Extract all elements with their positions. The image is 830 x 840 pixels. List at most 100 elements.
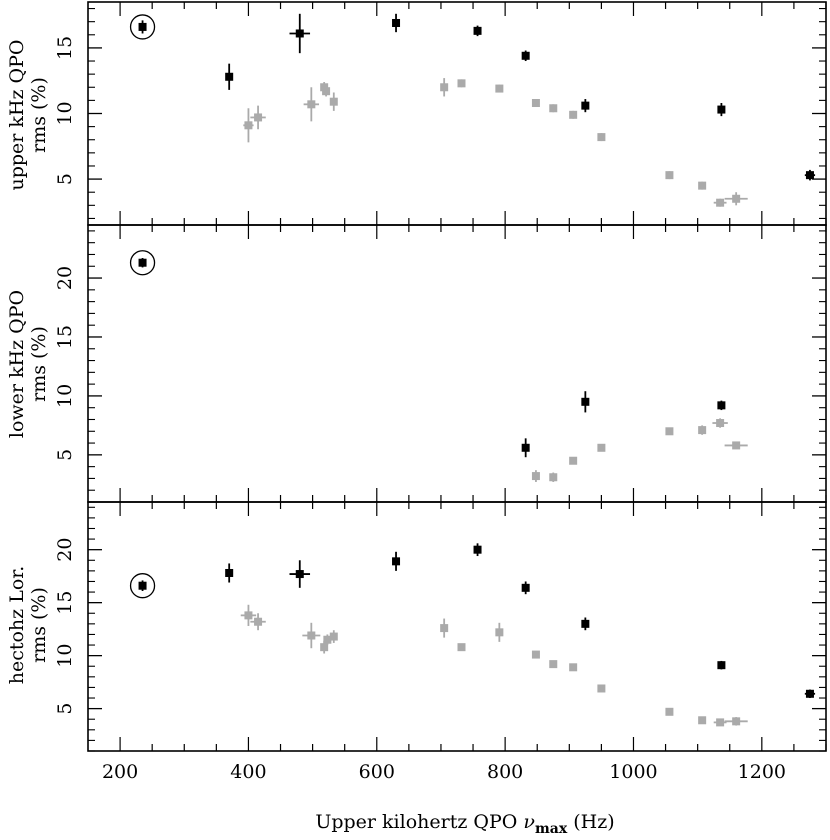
top-data-point bbox=[665, 171, 674, 180]
top-data-point bbox=[521, 50, 530, 62]
bottom-data-point bbox=[569, 663, 578, 672]
top-data-point bbox=[549, 104, 558, 113]
marker bbox=[392, 18, 401, 27]
bottom-data-point bbox=[250, 613, 266, 631]
top-data-point bbox=[329, 92, 338, 111]
marker bbox=[581, 397, 590, 406]
bottom-frame bbox=[87, 501, 827, 752]
xtick-label: 1000 bbox=[609, 761, 657, 783]
marker bbox=[244, 611, 253, 620]
x-axis-title-prefix: Upper kilohertz QPO bbox=[315, 811, 523, 833]
middle-series-black bbox=[129, 250, 726, 458]
top-series-gray bbox=[243, 78, 748, 207]
bottom-data-point bbox=[225, 563, 234, 583]
top-data-point bbox=[717, 103, 726, 117]
middle-series-gray bbox=[531, 418, 748, 482]
bottom-data-point bbox=[531, 650, 540, 659]
middle-ylabel: lower kHz QPO rms (%) bbox=[6, 290, 50, 438]
x-axis-title-suffix: (Hz) bbox=[567, 811, 614, 833]
marker bbox=[569, 110, 578, 119]
middle-data-point bbox=[549, 472, 558, 482]
bottom-ylabel: hectohz Lor. rms (%) bbox=[6, 566, 50, 685]
bottom-data-point bbox=[724, 717, 748, 726]
middle-data-point bbox=[698, 425, 707, 435]
middle-data-point bbox=[569, 456, 578, 465]
top-ytick-label: 15 bbox=[54, 36, 76, 60]
top-ylabel-line1: upper kHz QPO bbox=[6, 40, 28, 191]
marker bbox=[225, 72, 234, 81]
marker bbox=[225, 568, 234, 577]
middle-data-point bbox=[531, 470, 540, 482]
marker bbox=[549, 104, 558, 113]
top-ylabel: upper kHz QPO rms (%) bbox=[6, 40, 50, 191]
marker bbox=[732, 441, 741, 450]
bottom-ytick-label: 5 bbox=[54, 703, 76, 715]
bottom-data-point bbox=[323, 634, 332, 646]
bottom-data-point bbox=[129, 573, 156, 599]
marker bbox=[322, 87, 331, 96]
middle-data-point bbox=[717, 400, 726, 411]
top-data-point bbox=[698, 181, 707, 190]
marker bbox=[805, 689, 814, 698]
bottom-ytick-label: 10 bbox=[54, 644, 76, 668]
x-axis-title-subscript: max bbox=[535, 821, 568, 837]
bottom-series-black bbox=[129, 543, 816, 699]
marker bbox=[320, 643, 329, 652]
marker bbox=[521, 443, 530, 452]
top-data-point bbox=[713, 198, 727, 207]
top-series-black bbox=[129, 13, 816, 181]
marker bbox=[717, 661, 726, 670]
middle-ytick-label: 20 bbox=[54, 266, 76, 290]
marker bbox=[323, 635, 332, 644]
marker bbox=[457, 79, 466, 88]
top-data-point bbox=[303, 87, 320, 122]
top-data-point bbox=[581, 99, 590, 113]
marker bbox=[569, 663, 578, 672]
top-data-point bbox=[243, 108, 254, 143]
marker bbox=[138, 258, 147, 267]
marker bbox=[521, 51, 530, 60]
marker bbox=[716, 718, 725, 727]
marker bbox=[254, 617, 263, 626]
marker bbox=[531, 650, 540, 659]
top-data-point bbox=[724, 192, 748, 206]
middle-data-point bbox=[597, 443, 606, 452]
middle-ylabel-line2: rms (%) bbox=[28, 326, 50, 402]
marker bbox=[665, 707, 674, 716]
marker bbox=[597, 684, 606, 693]
marker bbox=[549, 473, 558, 482]
xtick-label: 600 bbox=[359, 761, 395, 783]
marker bbox=[495, 628, 504, 637]
marker bbox=[531, 472, 540, 481]
marker bbox=[440, 83, 449, 92]
marker bbox=[307, 100, 316, 109]
marker bbox=[581, 619, 590, 628]
highlight-circle bbox=[129, 250, 156, 276]
marker bbox=[597, 443, 606, 452]
bottom-data-point bbox=[597, 684, 606, 693]
bottom-data-point bbox=[713, 718, 727, 727]
marker bbox=[569, 456, 578, 465]
top-data-point bbox=[129, 14, 156, 40]
top-frame bbox=[87, 1, 827, 226]
top-ytick-label: 5 bbox=[54, 173, 76, 185]
bottom-data-point bbox=[581, 617, 590, 631]
bottom-data-point bbox=[457, 643, 466, 652]
bottom-data-point bbox=[289, 560, 311, 588]
middle-ylabel-line1: lower kHz QPO bbox=[6, 290, 28, 438]
bottom-data-point bbox=[804, 689, 816, 699]
marker bbox=[717, 401, 726, 410]
marker bbox=[329, 632, 338, 641]
top-data-point bbox=[289, 13, 311, 54]
top-data-point bbox=[597, 133, 606, 142]
marker bbox=[457, 643, 466, 652]
bottom-data-point bbox=[473, 543, 482, 557]
top-ylabel-line2: rms (%) bbox=[28, 77, 50, 153]
marker bbox=[716, 419, 725, 428]
marker bbox=[716, 198, 725, 207]
bottom-series-gray bbox=[240, 604, 748, 727]
